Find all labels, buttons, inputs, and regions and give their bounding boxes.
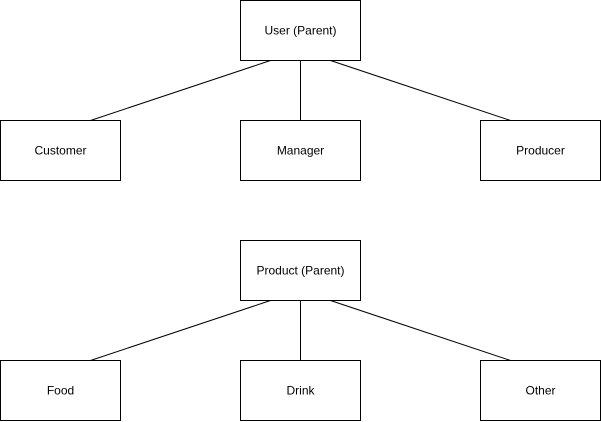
node-drink[interactable]: Drink: [240, 360, 361, 421]
node-manager-label: Manager: [277, 144, 324, 158]
product-tree: Product (Parent) Food Drink Other: [0, 240, 601, 421]
node-manager[interactable]: Manager: [240, 120, 361, 181]
node-drink-label: Drink: [286, 384, 315, 398]
node-producer-label: Producer: [516, 144, 565, 158]
node-customer-label: Customer: [34, 144, 86, 158]
edge-product-food: [90, 300, 271, 361]
node-other[interactable]: Other: [480, 360, 601, 421]
node-producer[interactable]: Producer: [480, 120, 601, 181]
node-product-parent[interactable]: Product (Parent): [240, 240, 361, 301]
node-customer[interactable]: Customer: [0, 120, 121, 181]
node-product-parent-label: Product (Parent): [256, 264, 344, 278]
edge-user-producer: [330, 60, 511, 121]
node-user-parent-label: User (Parent): [264, 24, 336, 38]
edge-user-customer: [90, 60, 271, 121]
node-food[interactable]: Food: [0, 360, 121, 421]
node-user-parent[interactable]: User (Parent): [240, 0, 361, 61]
node-other-label: Other: [525, 384, 555, 398]
edge-product-other: [330, 300, 511, 361]
node-food-label: Food: [47, 384, 74, 398]
user-tree: User (Parent) Customer Manager Producer: [0, 0, 601, 181]
